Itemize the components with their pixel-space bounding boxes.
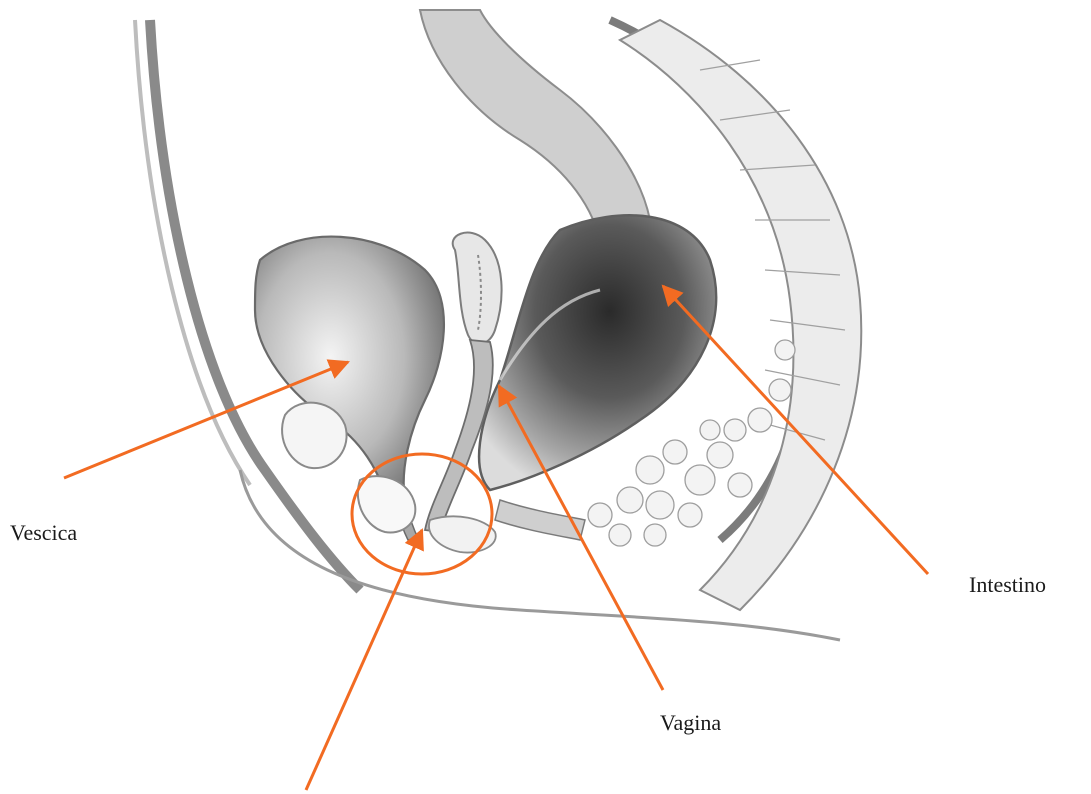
bladder <box>255 237 444 505</box>
vagina-label: Vagina <box>660 710 721 736</box>
intestino-label: Intestino <box>969 572 1046 598</box>
pubic-bone-lower <box>358 476 415 532</box>
uterus <box>453 233 502 344</box>
colon-upper <box>420 10 650 240</box>
pubic-bone <box>282 403 347 468</box>
vescica-label: Vescica <box>10 520 77 546</box>
